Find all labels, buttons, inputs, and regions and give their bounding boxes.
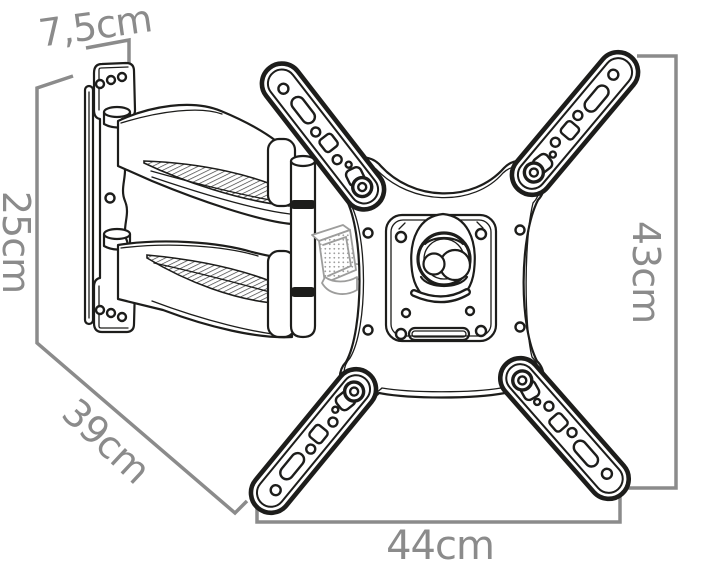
vesa-plate: [337, 156, 546, 402]
vesa-arm-bottom-left: [243, 361, 384, 521]
vesa-arm-top-right: [504, 44, 646, 203]
plate-height-label: 25cm: [0, 191, 38, 293]
wall-plate-screw-holes: [94, 71, 128, 323]
pivot-column: [266, 137, 317, 339]
column-band-upper: [290, 200, 316, 209]
tilt-mechanism: [410, 212, 476, 304]
plate-height-and-extension-line: [35, 74, 249, 516]
vesa-plate-edge-holes: [362, 224, 526, 336]
hinge-bosses: [102, 105, 132, 251]
lower-arm: [116, 240, 294, 339]
depth-label: 7,5cm: [36, 0, 154, 56]
height-bracket: [628, 54, 678, 490]
tilt-connector: [311, 224, 375, 295]
upper-arm: [116, 103, 294, 226]
vesa-arm-bottom-right: [492, 350, 637, 507]
depth-bracket: [85, 37, 131, 64]
column-band-lower: [290, 287, 316, 297]
extension-label: 39cm: [54, 390, 159, 492]
height-label: 43cm: [624, 221, 668, 323]
width-bracket: [255, 492, 622, 524]
width-label: 44cm: [386, 523, 494, 567]
wall-rail: [83, 84, 95, 326]
